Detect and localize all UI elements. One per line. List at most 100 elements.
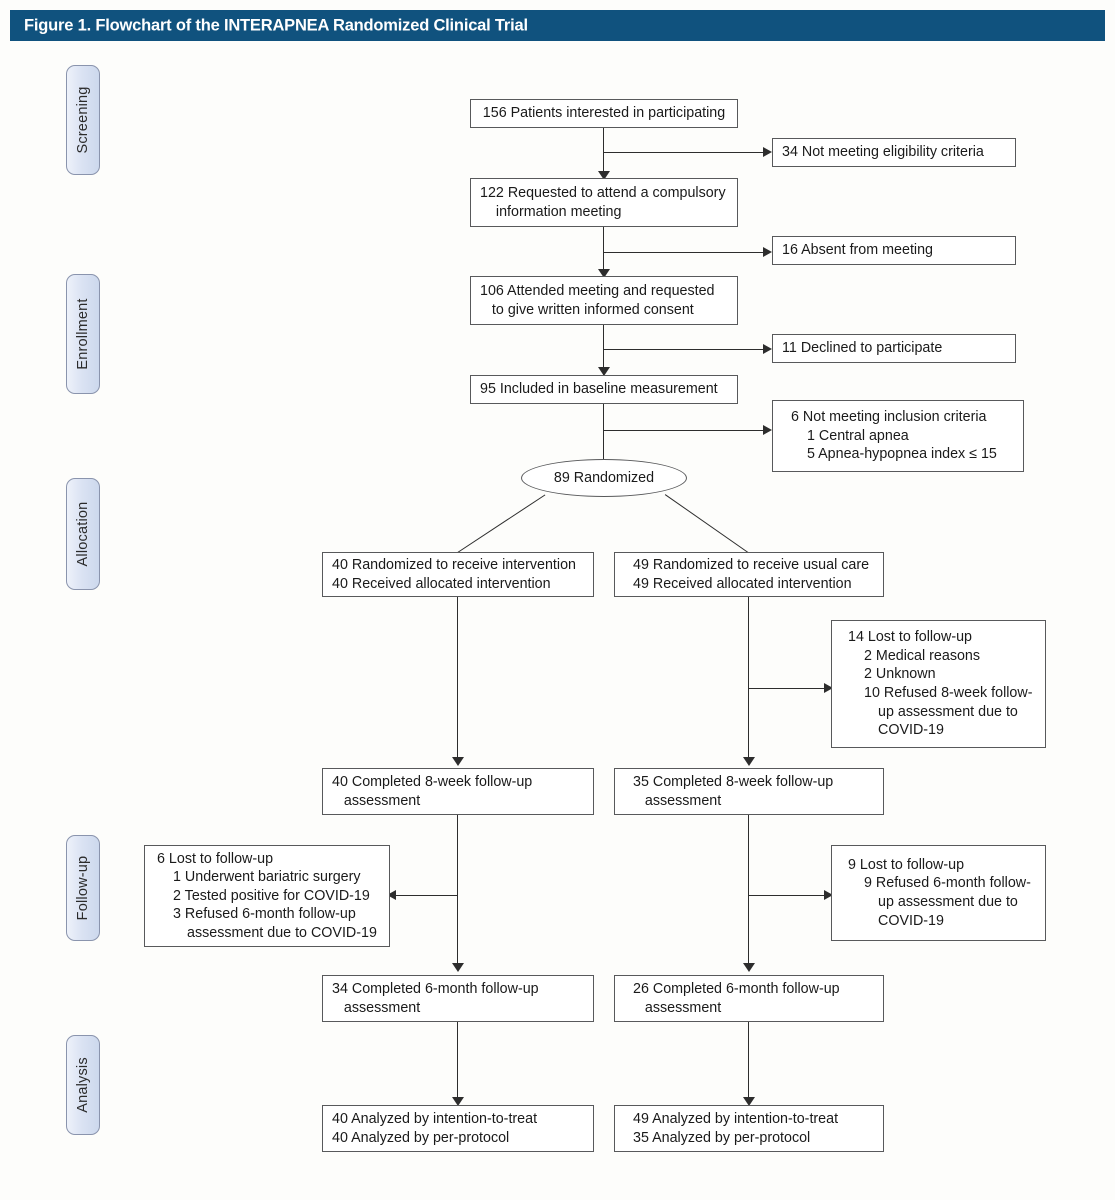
connector-right-8wk-to-6mo [748, 815, 750, 965]
arrow-left-to-analyzed [452, 1097, 464, 1106]
node-lost-6mo-left: 6 Lost to follow-up 1 Underwent bariatri… [144, 845, 390, 947]
arrow-to-declined [763, 344, 772, 354]
node-line: 40 Received allocated intervention [332, 575, 551, 592]
arrow-to-lost-6mo-right [824, 890, 833, 900]
node-line: information meeting [480, 203, 622, 220]
node-line: 35 Completed 8-week follow-up [633, 773, 834, 790]
node-allocated-intervention: 40 Randomized to receive intervention 40… [322, 552, 594, 597]
node-line: 6 Lost to follow-up [157, 850, 274, 867]
stage-label-allocation: Allocation [75, 501, 91, 567]
node-line: 2 Tested positive for COVID-19 [173, 887, 370, 904]
stage-pill-analysis: Analysis [66, 1035, 100, 1135]
node-line: 95 Included in baseline measurement [480, 381, 718, 398]
node-line: 49 Randomized to receive usual care [633, 556, 870, 573]
node-analyzed-right: 49 Analyzed by intention-to-treat 35 Ana… [614, 1105, 884, 1152]
node-line: 34 Completed 6-month follow-up [332, 980, 539, 997]
node-line: 11 Declined to participate [782, 340, 943, 357]
node-line: 26 Completed 6-month follow-up [633, 980, 840, 997]
node-line: 49 Analyzed by intention-to-treat [633, 1110, 839, 1127]
node-randomized-ellipse: 89 Randomized [521, 459, 687, 497]
node-allocated-usual-care: 49 Randomized to receive usual care 49 R… [614, 552, 884, 597]
connector-right-alloc-to-8wk [748, 597, 750, 759]
node-line: up assessment due to [878, 894, 1018, 910]
stage-label-screening: Screening [75, 86, 91, 154]
stage-label-enrollment: Enrollment [75, 298, 91, 370]
node-line: 10 Refused 8-week follow- [864, 685, 1033, 701]
node-line: 156 Patients interested in participating [482, 105, 726, 122]
node-line: 1 Central apnea [807, 427, 909, 444]
node-line: 35 Analyzed by per-protocol [633, 1129, 811, 1146]
stage-label-analysis: Analysis [75, 1057, 91, 1113]
arrow-left-to-completed-6mo [452, 963, 464, 972]
node-line: 16 Absent from meeting [782, 242, 933, 259]
connector-branch-declined [603, 349, 765, 351]
arrow-left-to-completed-8wk [452, 757, 464, 766]
node-absent-from-meeting: 16 Absent from meeting [772, 236, 1016, 265]
connector-branch-not-eligible [603, 152, 765, 154]
connector-left-8wk-to-6mo [457, 815, 459, 965]
arrow-to-absent-meeting [763, 247, 772, 257]
node-line: COVID-19 [878, 722, 944, 739]
connector-left-alloc-to-8wk [457, 597, 459, 759]
node-line: COVID-19 [878, 912, 944, 929]
node-completed-6mo-left: 34 Completed 6-month follow-up assessmen… [322, 975, 594, 1022]
node-not-meeting-eligibility: 34 Not meeting eligibility criteria [772, 138, 1016, 167]
arrow-to-not-eligible [763, 147, 772, 157]
connector-branch-absent [603, 252, 765, 254]
arrow-to-attended-meeting [598, 269, 610, 278]
stage-pill-followup: Follow-up [66, 835, 100, 941]
node-not-meeting-inclusion: 6 Not meeting inclusion criteria 1 Centr… [772, 400, 1024, 472]
node-completed-8wk-left: 40 Completed 8-week follow-up assessment [322, 768, 594, 815]
node-line: 6 Not meeting inclusion criteria [791, 409, 987, 426]
node-declined-to-participate: 11 Declined to participate [772, 334, 1016, 363]
connector-right-6mo-to-analysis [748, 1022, 750, 1100]
connector-right-branch-lost-6mo [748, 895, 826, 897]
connector-left-6mo-to-analysis [457, 1022, 459, 1100]
arrow-to-baseline [598, 367, 610, 376]
arrow-to-lost-6mo-left [387, 890, 396, 900]
connector-branch-not-inclusion [603, 430, 765, 432]
stage-pill-allocation: Allocation [66, 478, 100, 590]
node-patients-interested: 156 Patients interested in participating [470, 99, 738, 128]
node-line: 2 Unknown [864, 666, 936, 683]
node-lost-8wk-right: 14 Lost to follow-up 2 Medical reasons 2… [831, 620, 1046, 748]
stage-label-followup: Follow-up [75, 855, 91, 921]
figure-title: Figure 1. Flowchart of the INTERAPNEA Ra… [24, 16, 528, 34]
node-line: 49 Received allocated intervention [633, 575, 852, 592]
arrow-to-requested-meeting [598, 171, 610, 180]
arrow-right-to-analyzed [743, 1097, 755, 1106]
node-lost-6mo-right: 9 Lost to follow-up 9 Refused 6-month fo… [831, 845, 1046, 941]
node-line: assessment [633, 792, 722, 809]
node-line: assessment [332, 792, 421, 809]
node-line: 9 Lost to follow-up [848, 856, 965, 873]
node-included-baseline: 95 Included in baseline measurement [470, 375, 738, 404]
node-line: 14 Lost to follow-up [848, 629, 972, 646]
connector-split-right-helper [664, 494, 749, 554]
node-completed-6mo-right: 26 Completed 6-month follow-up assessmen… [614, 975, 884, 1022]
node-attended-meeting: 106 Attended meeting and requested to gi… [470, 276, 738, 325]
connector-split-left [456, 494, 546, 554]
figure-title-bar: Figure 1. Flowchart of the INTERAPNEA Ra… [10, 10, 1105, 41]
arrow-right-to-completed-6mo [743, 963, 755, 972]
node-line: assessment [332, 999, 421, 1016]
arrow-to-not-inclusion [763, 425, 772, 435]
node-requested-meeting: 122 Requested to attend a compulsory inf… [470, 178, 738, 227]
node-line: 34 Not meeting eligibility criteria [782, 144, 984, 161]
node-line: 3 Refused 6-month follow-up [173, 906, 356, 923]
stage-pill-screening: Screening [66, 65, 100, 175]
node-line: assessment [633, 999, 722, 1016]
node-line: 9 Refused 6-month follow- [864, 875, 1031, 892]
node-line: 106 Attended meeting and requested [480, 282, 715, 299]
node-line: 40 Analyzed by per-protocol [332, 1129, 510, 1146]
arrow-right-to-completed-8wk [743, 757, 755, 766]
arrow-to-lost-8wk-right [824, 683, 833, 693]
node-line: 1 Underwent bariatric surgery [173, 869, 361, 886]
stage-pill-enrollment: Enrollment [66, 274, 100, 394]
node-completed-8wk-right: 35 Completed 8-week follow-up assessment [614, 768, 884, 815]
node-line: 5 Apnea-hypopnea index ≤ 15 [807, 446, 997, 463]
connector-trunk-4 [603, 404, 605, 462]
node-line: 2 Medical reasons [864, 647, 981, 664]
node-line: 122 Requested to attend a compulsory [480, 184, 726, 201]
node-line: up assessment due to [878, 703, 1018, 720]
